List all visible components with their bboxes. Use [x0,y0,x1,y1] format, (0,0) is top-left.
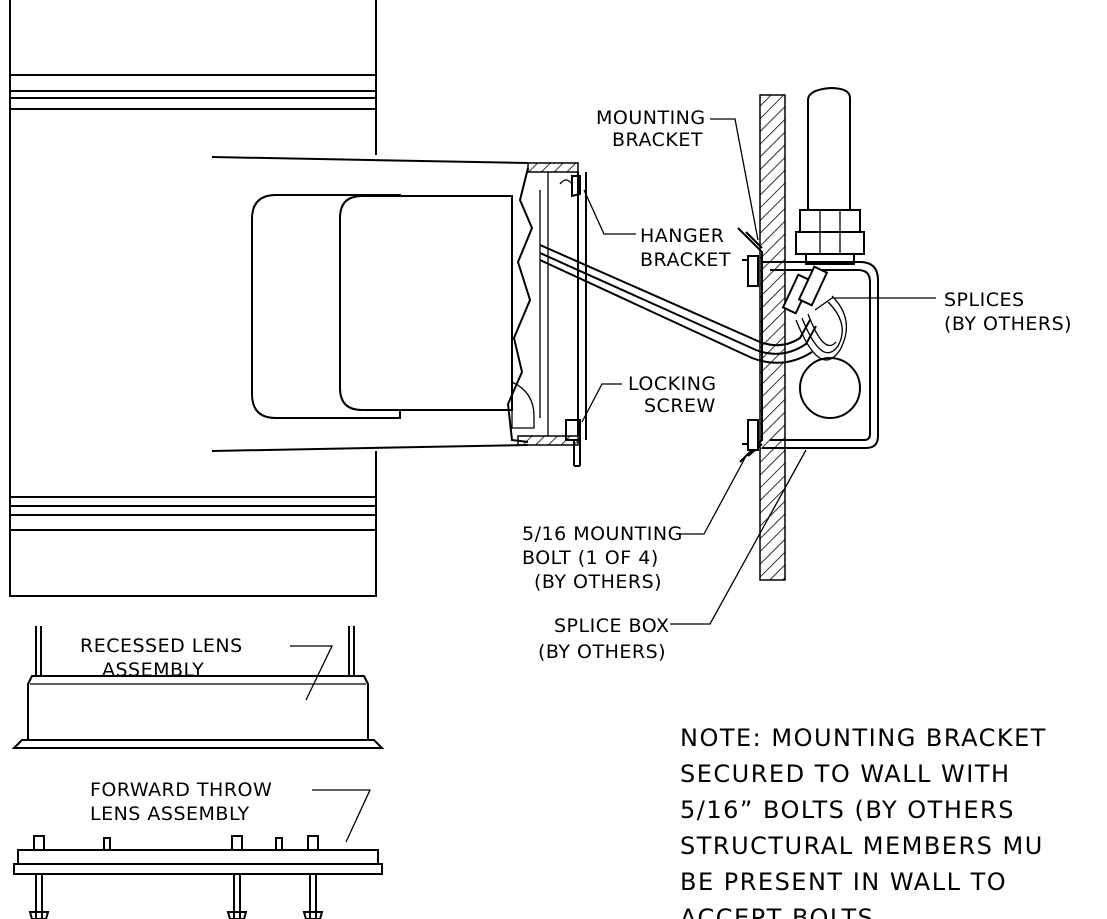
note-block: NOTE: MOUNTING BRACKET SECURED TO WALL W… [680,724,1047,919]
recessed-lens-assembly [11,626,385,749]
mounting-bracket [737,227,763,463]
note-line-2: SECURED TO WALL WITH [680,760,1011,788]
mounting-bolt-label-line2: BOLT (1 OF 4) [522,547,659,569]
splice-box-label-line1: SPLICE BOX [554,615,669,637]
splice-box-label-line2: (BY OTHERS) [538,641,666,663]
splices-label-line2: (BY OTHERS) [944,313,1072,335]
locking-screw-label-line2: SCREW [644,395,716,417]
note-line-3: 5/16” BOLTS (BY OTHERS [680,796,1015,824]
forward-throw-lens-assembly [13,835,383,919]
recessed-lens-label-line2: ASSEMBLY [102,659,204,681]
forward-throw-label-line2: LENS ASSEMBLY [90,803,250,825]
conduit [795,86,865,265]
leader-lines [290,118,936,843]
visor-hood [211,155,588,467]
locking-screw-label-line1: LOCKING [628,373,717,395]
hanger-bracket-label-line1: HANGER [640,225,724,247]
mounting-bracket-label-line1: MOUNTING [596,107,706,129]
mounting-bolt-label-line1: 5/16 MOUNTING [522,523,683,545]
note-line-4: STRUCTURAL MEMBERS MU [680,832,1044,860]
splice-box [762,261,879,449]
splices-label-line1: SPLICES [944,289,1025,311]
mounting-bolt-label-line3: (BY OTHERS) [534,571,662,593]
wall [759,94,786,581]
note-line-5: BE PRESENT IN WALL TO [680,868,1007,896]
note-line-1: NOTE: MOUNTING BRACKET [680,724,1047,752]
note-line-6: ACCEPT BOLTS. [680,904,883,919]
forward-throw-label-line1: FORWARD THROW [90,779,272,801]
recessed-lens-label-line1: RECESSED LENS [80,635,243,657]
hanger-bracket-label-line2: BRACKET [640,249,731,271]
mounting-bracket-label-line2: BRACKET [612,129,703,151]
